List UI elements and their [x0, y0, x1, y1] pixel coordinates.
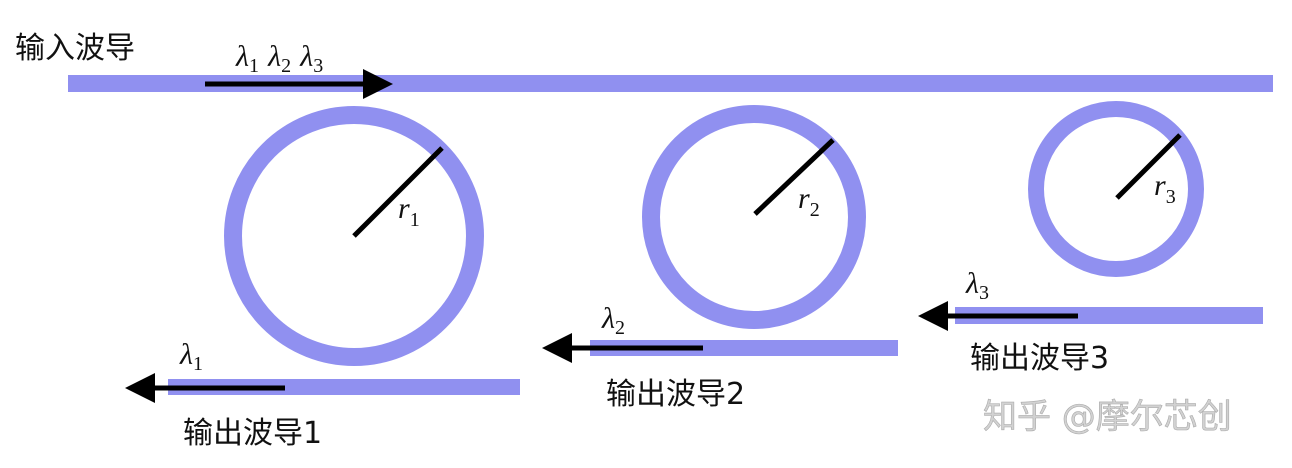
watermark: 知乎 @摩尔芯创 [983, 397, 1232, 437]
output-waveguide-2 [590, 340, 898, 356]
output-wavelength-1: λ1 [179, 338, 203, 375]
radius-label-2: r2 [798, 182, 820, 221]
radius-line-1 [352, 146, 444, 238]
ring-resonator-3 [1028, 101, 1204, 277]
input-wavelengths: λ1 λ2 λ3 [235, 40, 323, 77]
output-waveguide-1 [168, 379, 520, 395]
radius-label-3: r3 [1154, 169, 1176, 208]
output-wavelength-2: λ2 [601, 302, 625, 339]
output-wavelength-3: λ3 [965, 267, 989, 304]
radius-line-3 [1115, 133, 1182, 200]
output-waveguide-label-3: 输出波导3 [970, 341, 1109, 376]
input-waveguide-label: 输入波导 [15, 31, 135, 66]
ring-resonator-2 [642, 105, 866, 329]
ring-resonator-1 [224, 106, 484, 366]
output-waveguide-3 [955, 307, 1263, 324]
output-waveguide-label-2: 输出波导2 [606, 377, 745, 412]
radius-line-2 [753, 138, 835, 216]
output-waveguide-label-1: 输出波导1 [183, 416, 322, 451]
radius-label-1: r1 [398, 192, 420, 231]
